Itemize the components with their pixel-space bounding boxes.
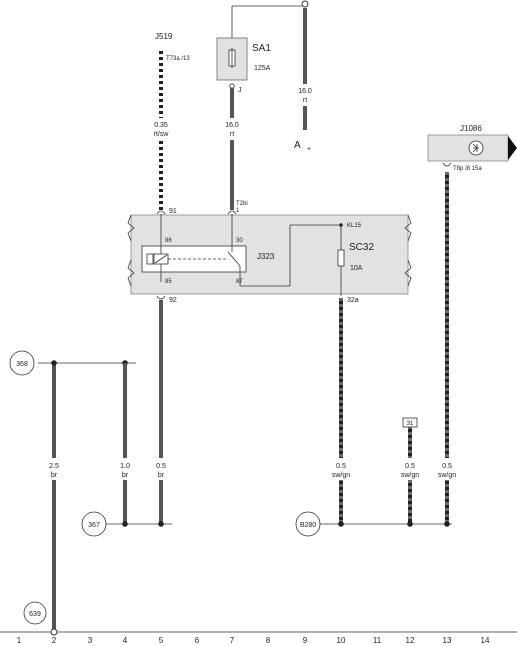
grid-number-1: 1 bbox=[17, 636, 22, 645]
wire-col13-color: sw/gn bbox=[438, 472, 456, 479]
wire-col4-color: br bbox=[122, 472, 129, 479]
grid-number-12: 12 bbox=[406, 636, 415, 645]
terminal-a-top bbox=[301, 0, 309, 8]
connector-91-mark bbox=[156, 210, 166, 215]
sc32-rating: 10A bbox=[350, 265, 363, 272]
sa1-label: SA1 bbox=[252, 43, 271, 54]
sc32-fuse-symbol bbox=[337, 249, 345, 267]
sa1-terminal-j bbox=[229, 83, 235, 89]
wire-a-color: rt bbox=[303, 97, 307, 104]
wire-j519-size: 0.35 bbox=[154, 122, 168, 129]
grid-number-7: 7 bbox=[230, 636, 235, 645]
connector-t2bi-mark bbox=[227, 210, 237, 215]
ref-639-circle bbox=[23, 601, 47, 625]
j323-pin-86: 86 bbox=[165, 238, 172, 244]
wire-col2-color: br bbox=[51, 472, 58, 479]
j1086-arrow-icon bbox=[508, 136, 517, 160]
node-367-col5 bbox=[158, 521, 164, 527]
j323-switch bbox=[227, 251, 241, 267]
wire-sa1-size: 16.0 bbox=[225, 122, 239, 129]
grid-number-13: 13 bbox=[443, 636, 452, 645]
wire-sa1-color: rt bbox=[230, 131, 234, 138]
ref-368-circle bbox=[9, 350, 35, 376]
j323-pin-85: 85 bbox=[165, 279, 172, 285]
wire-j519-label-bg bbox=[145, 118, 177, 140]
terminal-a-label: A bbox=[294, 140, 301, 151]
ref-367-label: 367 bbox=[88, 522, 100, 529]
grid-number-5: 5 bbox=[159, 636, 164, 645]
grid-number-10: 10 bbox=[337, 636, 346, 645]
j323-pin-30: 30 bbox=[236, 238, 243, 244]
grid-number-4: 4 bbox=[123, 636, 128, 645]
t2bi-label: T2bi bbox=[236, 201, 248, 207]
wire-col12-color: sw/gn bbox=[401, 472, 419, 479]
wire-j519-color: rt/sw bbox=[154, 131, 170, 138]
j1086-label: J1086 bbox=[460, 124, 482, 133]
wire-col4-size: 1.0 bbox=[120, 463, 130, 470]
wire-col13-label-bg bbox=[432, 458, 462, 480]
connector-91-label: 91 bbox=[169, 208, 177, 215]
j323-coil bbox=[146, 253, 154, 265]
t2bi-sub: 1 bbox=[236, 208, 240, 214]
module-break-right bbox=[404, 214, 412, 287]
grid-number-2: 2 bbox=[52, 636, 57, 645]
sa1-pin-j: J bbox=[238, 87, 242, 94]
connector-32a-label: 32a bbox=[347, 297, 359, 304]
ref-368-label: 368 bbox=[16, 361, 28, 368]
grid-number-9: 9 bbox=[303, 636, 308, 645]
grid-number-8: 8 bbox=[266, 636, 271, 645]
grid-number-6: 6 bbox=[195, 636, 200, 645]
ref-b280-circle bbox=[295, 511, 321, 537]
grid-number-11: 11 bbox=[373, 636, 382, 645]
kl15-label: KL15 bbox=[347, 223, 362, 229]
wire-col10-size: 0.5 bbox=[336, 463, 346, 470]
sc32-label: SC32 bbox=[349, 242, 374, 253]
terminal-a-sign: + bbox=[307, 146, 311, 153]
wire-col5-label-bg bbox=[149, 458, 173, 480]
grid-number-14: 14 bbox=[481, 636, 490, 645]
ground-node-col2 bbox=[50, 628, 58, 636]
wire-col4-label-bg bbox=[113, 458, 137, 480]
wire-col12-label-bg bbox=[395, 458, 425, 480]
wire-col2-size: 2.5 bbox=[49, 463, 59, 470]
connector-92-mark bbox=[156, 295, 166, 300]
node-368-col2 bbox=[51, 360, 57, 366]
wire-a-size: 16.0 bbox=[298, 88, 312, 95]
wire-col13-size: 0.5 bbox=[442, 463, 452, 470]
ref-31-box bbox=[402, 417, 418, 428]
wire-a-label-bg bbox=[295, 84, 315, 106]
j323-pin-87: 87 bbox=[236, 279, 243, 285]
wire-col2-label-bg bbox=[42, 458, 66, 480]
node-367-col4 bbox=[122, 521, 128, 527]
ref-b280-label: B280 bbox=[300, 522, 316, 529]
connector-92-label: 92 bbox=[169, 297, 177, 304]
j1086-box bbox=[427, 134, 509, 162]
j519-pin-label: T73a /13 bbox=[166, 56, 190, 62]
node-b280-col13 bbox=[444, 521, 450, 527]
wire-col10-color: sw/gn bbox=[332, 472, 350, 479]
j323-coil-diag bbox=[154, 254, 168, 264]
wire-col10-label-bg bbox=[326, 458, 356, 480]
wire-col5-size: 0.5 bbox=[156, 463, 166, 470]
ref-367-circle bbox=[81, 511, 107, 537]
wire-col12-size: 0.5 bbox=[405, 463, 415, 470]
node-b280-col10 bbox=[338, 521, 344, 527]
module-break-left bbox=[127, 214, 135, 287]
ref-639-label: 639 bbox=[29, 611, 41, 618]
j323-label: J323 bbox=[257, 252, 275, 261]
wire-sa1-label-bg bbox=[222, 118, 242, 140]
sa1-rating: 125A bbox=[254, 65, 271, 72]
j1086-sensor-glyph bbox=[472, 143, 479, 153]
ref-31-label: 31 bbox=[407, 421, 414, 427]
j1086-connector-mark bbox=[442, 162, 452, 167]
wire-col5-color: br bbox=[158, 472, 165, 479]
node-b280-col12 bbox=[407, 521, 413, 527]
j519-label: J519 bbox=[155, 32, 173, 41]
j1086-pin-label: T8p /8 15a bbox=[453, 166, 482, 172]
grid-number-3: 3 bbox=[88, 636, 93, 645]
